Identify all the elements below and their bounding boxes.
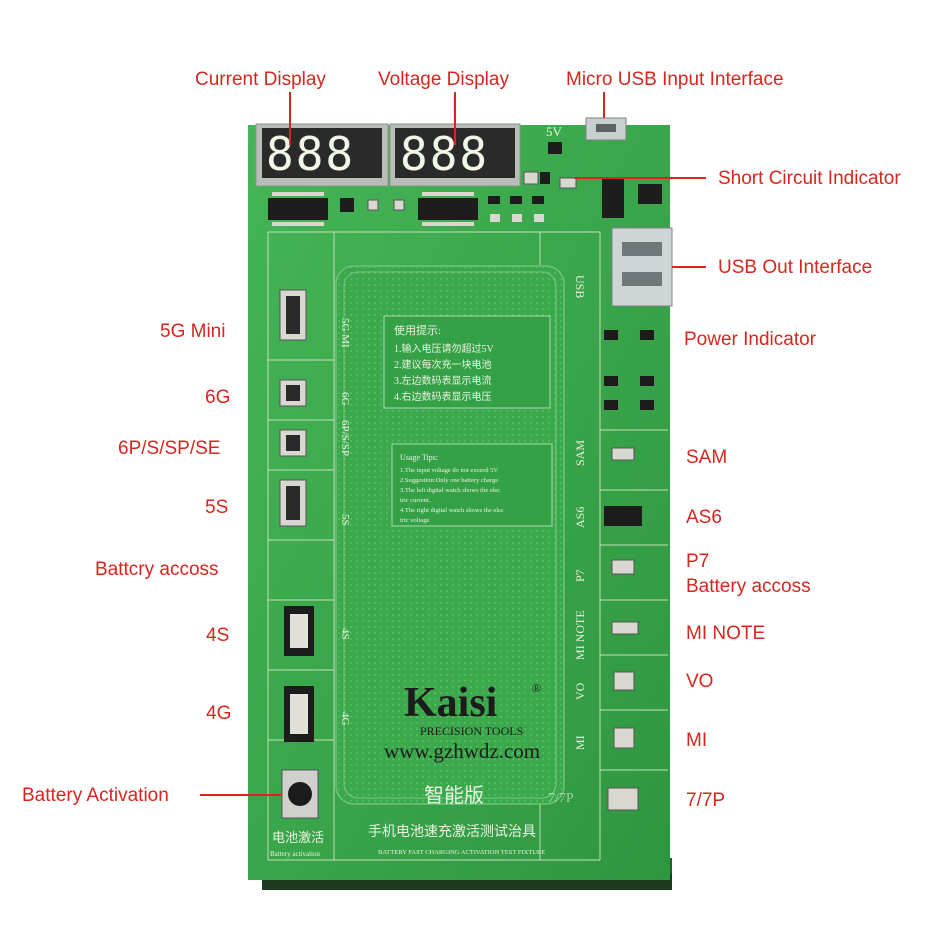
slot-label-4s: 4S [339, 628, 351, 640]
callout-4g: 4G [206, 703, 232, 724]
callout-5s: 5S [205, 497, 229, 518]
slot-label-vo: VO [573, 682, 587, 700]
ic-chip [418, 198, 478, 220]
usage-cn-line: 3.左边数码表显示电流 [394, 374, 492, 387]
callout-usb-out: USB Out Interface [718, 257, 873, 278]
callout-micro-usb: Micro USB Input Interface [566, 69, 784, 90]
brand-registered-mark: ® [532, 681, 541, 695]
connector-4g [284, 686, 314, 742]
connector-mi-note [611, 621, 639, 635]
usage-en-line: tric voltage [400, 517, 430, 524]
slot-label-mi-note: MI NOTE [573, 610, 587, 660]
connector-4s [284, 606, 314, 656]
usage-en-line: 4.The right digital watch shows the elec [400, 507, 504, 514]
current-display-digits: 888 [266, 127, 355, 181]
connector-as6 [604, 506, 642, 526]
callout-vo: VO [686, 671, 714, 692]
usage-en-line: tric current. [400, 497, 431, 504]
voltage-display-digits: 888 [400, 127, 489, 181]
slot-label-5s: 5S [339, 514, 351, 526]
callout-mi-note: MI NOTE [686, 623, 766, 644]
usage-cn-line: 2.建议每次充一块电池 [394, 358, 492, 371]
usb-label: USB [573, 275, 587, 298]
connector-power-indicators [604, 330, 654, 410]
5v-label: 5V [546, 124, 563, 139]
connector-6g [279, 379, 307, 407]
model-label: 7/7P [548, 791, 574, 806]
callout-4s: 4S [206, 625, 230, 646]
connector-p7 [611, 559, 635, 575]
callout-6p-s-sp-se: 6P/S/SP/SE [118, 438, 221, 459]
ic-chip [268, 198, 328, 220]
fixture-title-en: BATTERY FAST CHARGING ACTIVATION TEST FI… [378, 849, 545, 856]
slot-label-6p: 6P/S/SP [339, 420, 351, 456]
website: www.gzhwdz.com [384, 739, 540, 763]
connector-mi [613, 727, 635, 749]
callout-short-circuit: Short Circuit Indicator [718, 168, 901, 189]
callout-power-indicator: Power Indicator [684, 329, 817, 350]
usage-cn-title: 使用提示: [394, 324, 441, 337]
usage-en-title: Usage Tips: [400, 453, 438, 462]
brand-logo: Kaisi [404, 680, 498, 726]
callout-battery-access-left: Battcry accoss [95, 559, 219, 580]
callout-5g-mini: 5G Mini [160, 321, 226, 342]
activation-label-cn: 电池激活 [272, 830, 324, 845]
callout-battery-activation: Battery Activation [22, 785, 169, 806]
slot-label-as6: AS6 [573, 507, 587, 528]
connector-7-7p [607, 787, 639, 811]
usage-en-line: 2.Suggestion:Only one battery charge [400, 477, 498, 484]
callout-p7: P7 [686, 551, 710, 572]
usage-cn-line: 4.右边数码表显示电压 [394, 390, 492, 403]
fixture-title-cn: 手机电池速充激活测试治具 [368, 823, 536, 840]
callout-6g: 6G [205, 387, 231, 408]
callout-7-7p: 7/7P [686, 790, 726, 811]
usage-cn-line: 1.输入电压请勿超过5V [394, 342, 494, 355]
slot-label-5g-mini: 5G MI [339, 318, 351, 348]
connector-vo [613, 671, 635, 691]
slot-label-sam: SAM [573, 440, 587, 466]
slot-label-4g: 4G [339, 712, 351, 726]
brand-subtitle: PRECISION TOOLS [420, 724, 523, 738]
callout-mi: MI [686, 730, 708, 751]
connector-sam [611, 447, 635, 461]
usage-en-line: 1.The input voltage do not exceed 5V [400, 467, 498, 474]
callout-as6: AS6 [686, 507, 722, 528]
connector-5g-mini [279, 289, 307, 341]
smart-version-label: 智能版 [424, 784, 484, 807]
connector-5s [279, 479, 307, 527]
usb-out-port [611, 227, 673, 307]
callout-battery-access-right: Battery accoss [686, 576, 811, 597]
callout-voltage-display: Voltage Display [378, 69, 509, 90]
slot-label-6g: 6G [339, 392, 351, 406]
usage-en-line: 3.The left digital watch shows the elec [400, 487, 500, 494]
callout-sam: SAM [686, 447, 728, 468]
callout-current-display: Current Display [195, 69, 326, 90]
battery-activation-button[interactable] [288, 782, 312, 806]
slot-label-p7: P7 [573, 569, 587, 582]
connector-6p [279, 429, 307, 457]
activation-label-en: Battery activation [270, 850, 320, 858]
slot-label-mi: MI [573, 735, 587, 750]
